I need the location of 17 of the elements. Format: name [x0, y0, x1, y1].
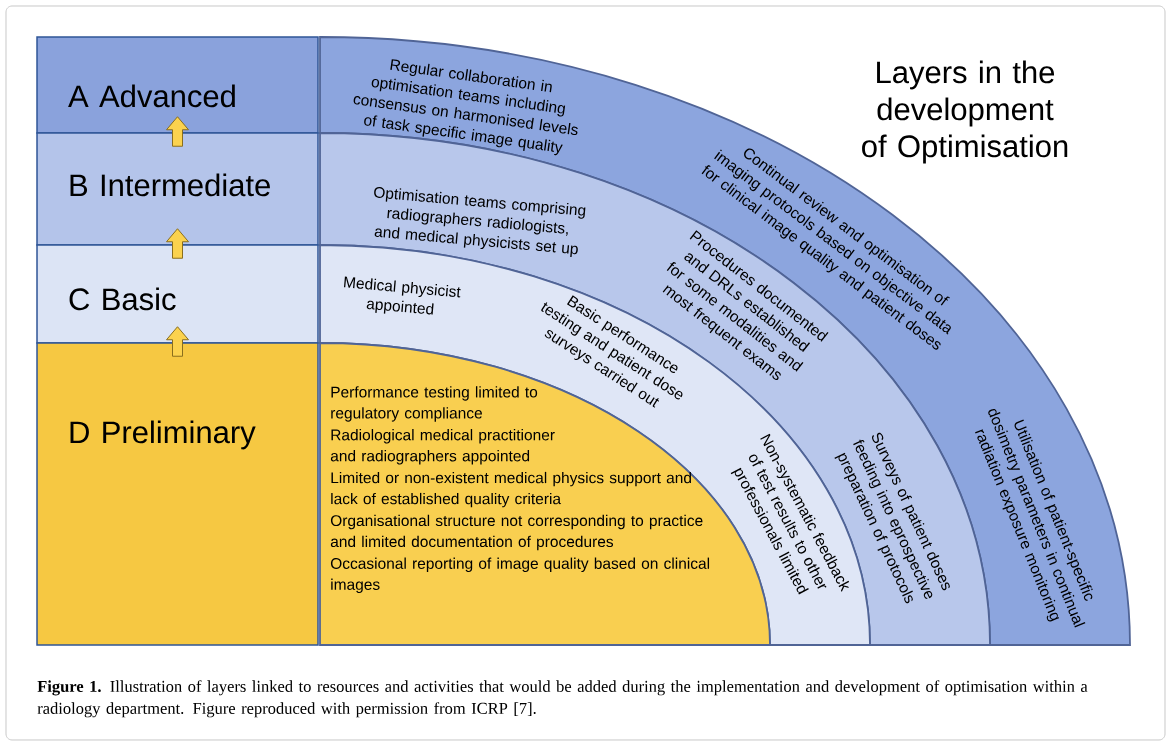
- list-item: Organisational structure not corresponding to practice and limited documentation of procedures: [330, 514, 703, 551]
- level-box: C Basic: [36, 244, 319, 344]
- list-item: Occasional reporting of image quality based on clinical images: [330, 557, 710, 593]
- band-text: Medical physicist appointed: [344, 276, 461, 315]
- level-box: D Preliminary: [36, 342, 319, 646]
- level-box: B Intermediate: [36, 132, 319, 246]
- title: Layers in the development of Optimisation: [862, 60, 1068, 164]
- list-item: Limited or non-existent medical physics support and lack of established quality criteria: [331, 471, 691, 508]
- band-text: Regular collaboration in optimisation teams including consensus on harmonised levels of task specific image quality: [353, 59, 578, 156]
- arrow: [166, 326, 189, 357]
- list-item: Performance testing limited to regulatory compliance: [331, 386, 538, 422]
- arrow: [166, 116, 189, 147]
- arrow: [166, 228, 189, 259]
- list-item: Radiological medical practitioner and radiographers appointed: [330, 429, 555, 465]
- band-text: Optimisation teams comprising radiographers radiologists, and medical physicists set up: [374, 186, 586, 257]
- level-box: A Advanced: [36, 36, 319, 134]
- caption: Figure 1. Illustration of layers linked to resources and activities that would be added during the implementation and development of optimisation within a radiology department. Figure reproduced with permission from ICRP [7].: [37, 680, 1088, 718]
